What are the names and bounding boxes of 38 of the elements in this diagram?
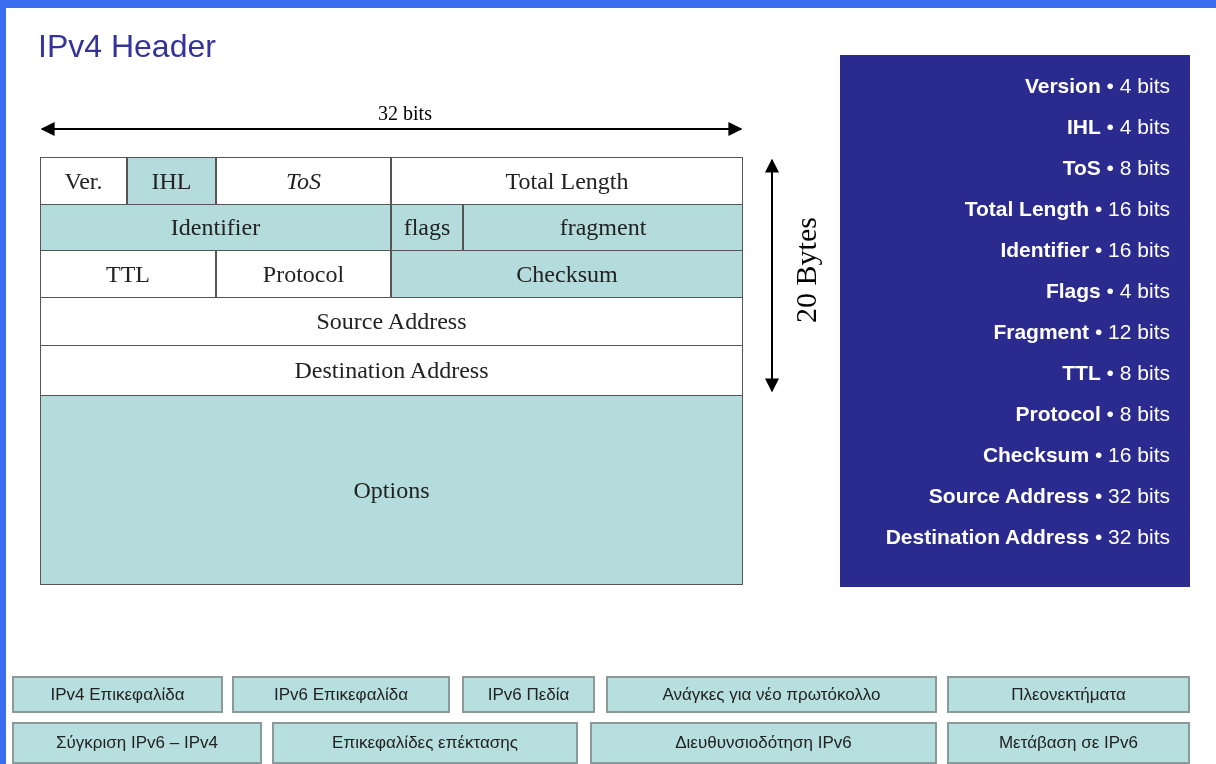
field-size-text: Fragment • 12 bits [992,319,1170,345]
navigation-button: Μετάβαση σε IPv6 [947,722,1190,764]
header-field-cell: Identifier [40,204,391,251]
header-field-cell: Protocol [216,250,391,298]
dimension-label: 32 bits [377,102,433,126]
field-size-text: Flags • 4 bits [1044,278,1170,304]
header-field-cell: TTL [40,250,216,298]
field-summary-panel [840,55,1190,587]
header-field-cell: Total Length [391,157,743,205]
navigation-button: Σύγκριση IPv6 – IPv4 [12,722,262,764]
field-size-text: Protocol • 8 bits [1014,401,1170,427]
header-field-cell: Options [40,395,743,585]
header-field-cell: ToS [216,157,391,205]
navigation-button: Πλεονεκτήματα [947,676,1190,713]
dimension-label: 20 Bytes [789,217,823,323]
header-field-cell: IHL [127,157,216,205]
header-field-cell: flags [391,204,463,251]
field-size-text: Destination Address • 32 bits [884,524,1170,550]
navigation-button: Διευθυνσιοδότηση IPv6 [590,722,937,764]
navigation-button: IPv6 Πεδία [462,676,595,713]
navigation-button: Επικεφαλίδες επέκτασης [272,722,578,764]
header-field-cell: Checksum [391,250,743,298]
header-field-cell: Destination Address [40,345,743,396]
field-size-text: Checksum • 16 bits [981,442,1170,468]
field-size-text: Identifier • 16 bits [999,237,1170,263]
field-size-text: Source Address • 32 bits [927,483,1170,509]
header-field-cell: fragment [463,204,743,251]
header-field-cell: Source Address [40,297,743,346]
field-size-text: Total Length • 16 bits [963,196,1170,222]
navigation-button: IPv6 Επικεφαλίδα [232,676,450,713]
header-field-cell: Ver. [40,157,127,205]
field-size-text: ToS • 8 bits [1061,155,1170,181]
field-size-text: TTL • 8 bits [1061,360,1170,386]
field-size-text: Version • 4 bits [1023,73,1170,99]
navigation-button: IPv4 Επικεφαλίδα [12,676,223,713]
field-size-text: IHL • 4 bits [1065,114,1170,140]
title: IPv4 Header [38,28,216,65]
navigation-button: Ανάγκες για νέο πρωτόκολλο [606,676,937,713]
